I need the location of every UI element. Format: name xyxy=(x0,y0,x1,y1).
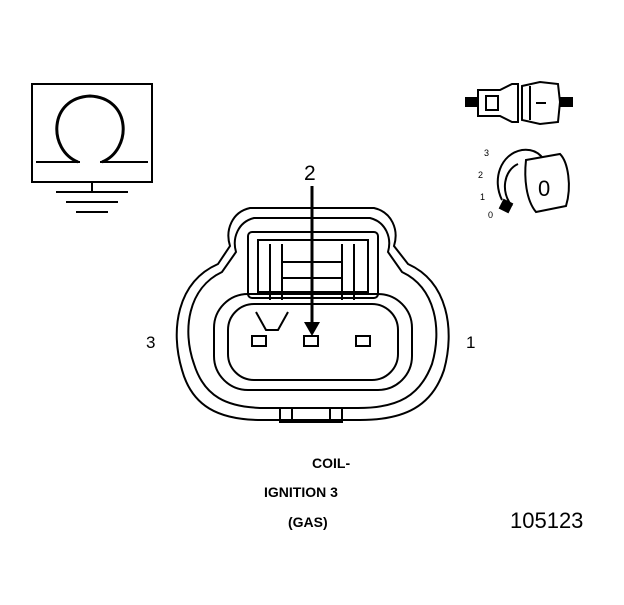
pin-label-1: 1 xyxy=(466,333,476,352)
key-position-1: 1 xyxy=(480,192,486,202)
pin-label-3: 3 xyxy=(146,333,156,352)
connector-mating-icon xyxy=(465,80,573,126)
terminal-pin-2 xyxy=(303,335,319,347)
caption-line-2: IGNITION 3 xyxy=(264,484,338,500)
key-label: 0 xyxy=(538,176,551,201)
pin-2-arrow-icon xyxy=(304,186,320,336)
key-position-2: 2 xyxy=(478,170,484,180)
terminal-pin-3 xyxy=(251,335,267,347)
caption-line-3: (GAS) xyxy=(288,514,328,530)
key-position-3: 3 xyxy=(484,148,490,158)
terminal-cavities xyxy=(251,335,371,347)
ground-icon xyxy=(56,182,128,213)
terminal-pin-1 xyxy=(355,335,371,347)
ignition-key-icon xyxy=(496,148,570,214)
coil-symbol-icon xyxy=(31,83,153,183)
pin-label-2: 2 xyxy=(304,162,316,185)
caption-line-1: COIL- xyxy=(312,455,351,471)
key-position-0: 0 xyxy=(488,210,494,220)
figure-number: 105123 xyxy=(510,508,584,533)
